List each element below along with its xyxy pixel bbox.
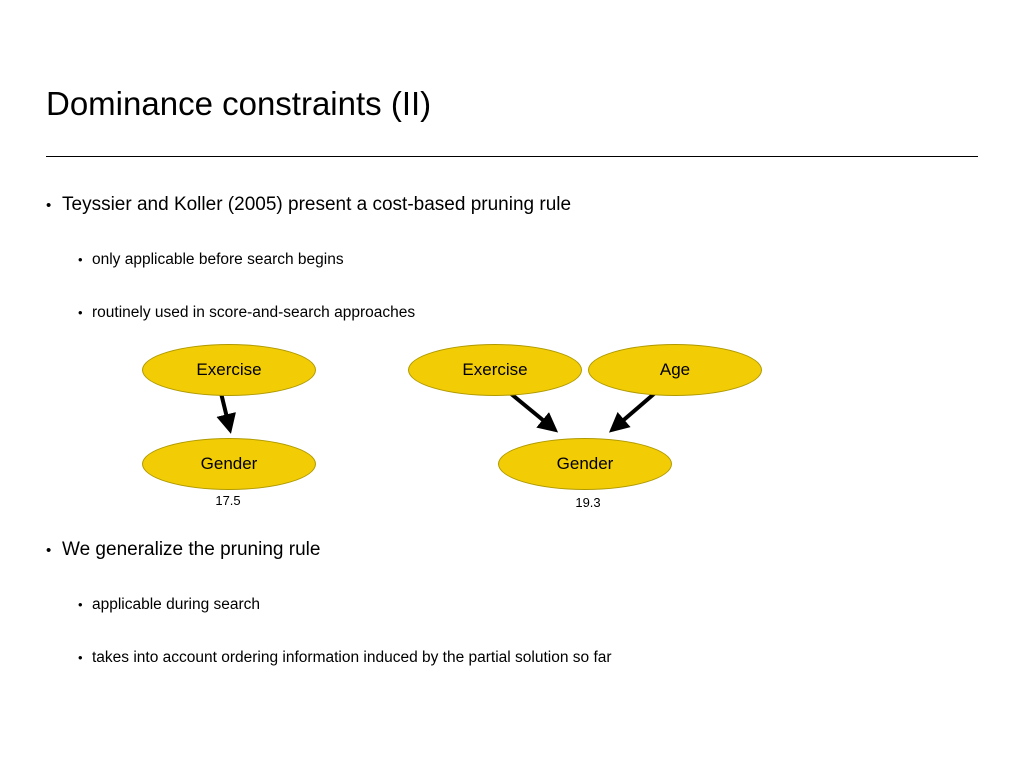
bayesian-network-diagrams: Exercise Gender 17.5 Exercise Age Gender… xyxy=(0,330,1024,530)
bullet-item-1-label: Teyssier and Koller (2005) present a cos… xyxy=(62,194,572,215)
bullet-item-3-label: routinely used in score-and-search appro… xyxy=(92,304,416,321)
bullet-item-2-label: only applicable before search begins xyxy=(92,251,344,268)
bullet-marker: • xyxy=(46,197,52,214)
bullet-item-6: • takes into account ordering information… xyxy=(78,648,612,668)
node-gender-left[interactable]: Gender xyxy=(142,438,316,490)
bullet-marker: • xyxy=(78,650,83,665)
bullet-marker: • xyxy=(78,597,83,612)
bullet-item-3: • routinely used in score-and-search appr… xyxy=(78,303,415,323)
node-exercise-right[interactable]: Exercise xyxy=(408,344,582,396)
bullet-item-5: • applicable during search xyxy=(78,595,260,615)
bullet-item-5-label: applicable during search xyxy=(92,596,261,613)
page-title: Dominance constraints (II) xyxy=(46,85,432,122)
bullet-marker: • xyxy=(78,305,83,320)
diagram-edges xyxy=(216,391,657,434)
bullet-item-4-label: We generalize the pruning rule xyxy=(62,539,321,560)
node-age-right[interactable]: Age xyxy=(588,344,762,396)
bullet-marker: • xyxy=(78,252,83,267)
bullet-marker: • xyxy=(46,542,52,559)
title-divider xyxy=(46,156,978,157)
score-left: 17.5 xyxy=(215,493,241,508)
node-gender-right[interactable]: Gender xyxy=(498,438,672,490)
bullet-item-4: • We generalize the pruning rule xyxy=(46,538,320,563)
bullet-item-1: • Teyssier and Koller (2005) present a co… xyxy=(46,193,571,218)
bullet-item-2: • only applicable before search begins xyxy=(78,250,344,270)
score-right: 19.3 xyxy=(575,495,601,510)
bullet-item-6-label: takes into account ordering information … xyxy=(92,649,612,666)
node-exercise-left[interactable]: Exercise xyxy=(142,344,316,396)
